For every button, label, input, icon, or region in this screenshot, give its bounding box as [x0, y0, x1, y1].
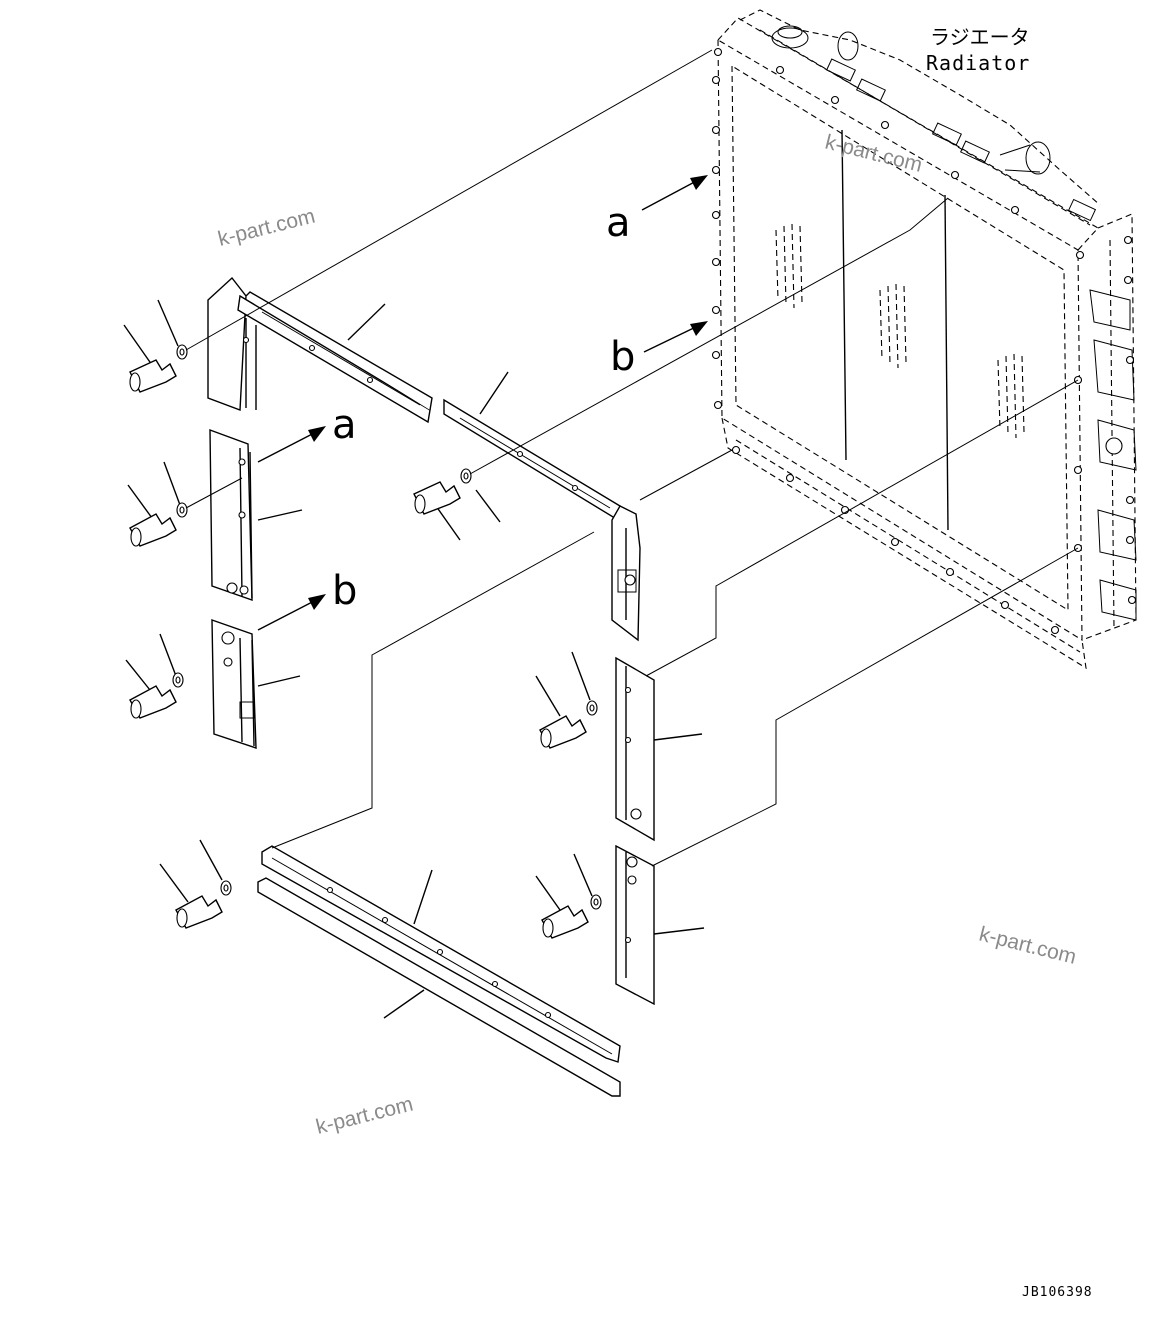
- leader-line: [653, 927, 705, 935]
- leader-line: [383, 989, 425, 1019]
- left-middle-seal-plate: [209, 428, 253, 601]
- leader-line: [257, 675, 301, 687]
- bottom-seal-rail: [261, 845, 621, 1063]
- radiator-label: Radiator: [926, 51, 1030, 75]
- watermark: k-part.com: [314, 1093, 416, 1139]
- radiator-label-japanese: ラジエータ: [930, 25, 1030, 49]
- leader-line: [347, 303, 386, 341]
- view-arrow-a-left: a: [257, 402, 357, 463]
- left-lower-seal-plate: [211, 619, 257, 749]
- assembly-lines: [185, 49, 1079, 867]
- view-arrow-b-right: b: [610, 321, 708, 380]
- bolt-set-1: [123, 299, 188, 393]
- drawing-code: JB106398: [1022, 1285, 1093, 1300]
- view-label-b-radiator: b: [610, 334, 635, 380]
- leader-line: [257, 509, 303, 521]
- bolt-set-3: [125, 633, 184, 719]
- bolt-set-5: [535, 651, 598, 749]
- top-left-seal-plate: [207, 276, 433, 424]
- right-middle-seal-plate: [615, 656, 655, 842]
- right-lower-seal-plate: [615, 844, 655, 1006]
- radiator-bolt-holes: [711, 47, 1137, 635]
- view-arrow-a-right: a: [606, 175, 708, 246]
- watermark: k-part.com: [977, 923, 1079, 969]
- top-right-seal-plate: [443, 398, 641, 642]
- leader-line: [479, 371, 509, 415]
- radiator-assembly: [711, 9, 1137, 670]
- bolt-set-7: [159, 839, 232, 929]
- view-arrow-b-left: b: [257, 568, 357, 631]
- bolt-set-6: [535, 853, 602, 939]
- leader-line: [413, 869, 433, 925]
- view-label-a-radiator: a: [606, 200, 631, 246]
- bolt-set-4: [413, 468, 501, 541]
- watermark: k-part.com: [823, 131, 925, 177]
- bottom-rubber-strip: [257, 877, 621, 1097]
- bolt-set-2: [127, 461, 188, 547]
- view-label-b: b: [332, 568, 357, 614]
- watermark: k-part.com: [216, 205, 318, 251]
- view-label-a: a: [332, 402, 357, 448]
- leader-line: [653, 733, 703, 741]
